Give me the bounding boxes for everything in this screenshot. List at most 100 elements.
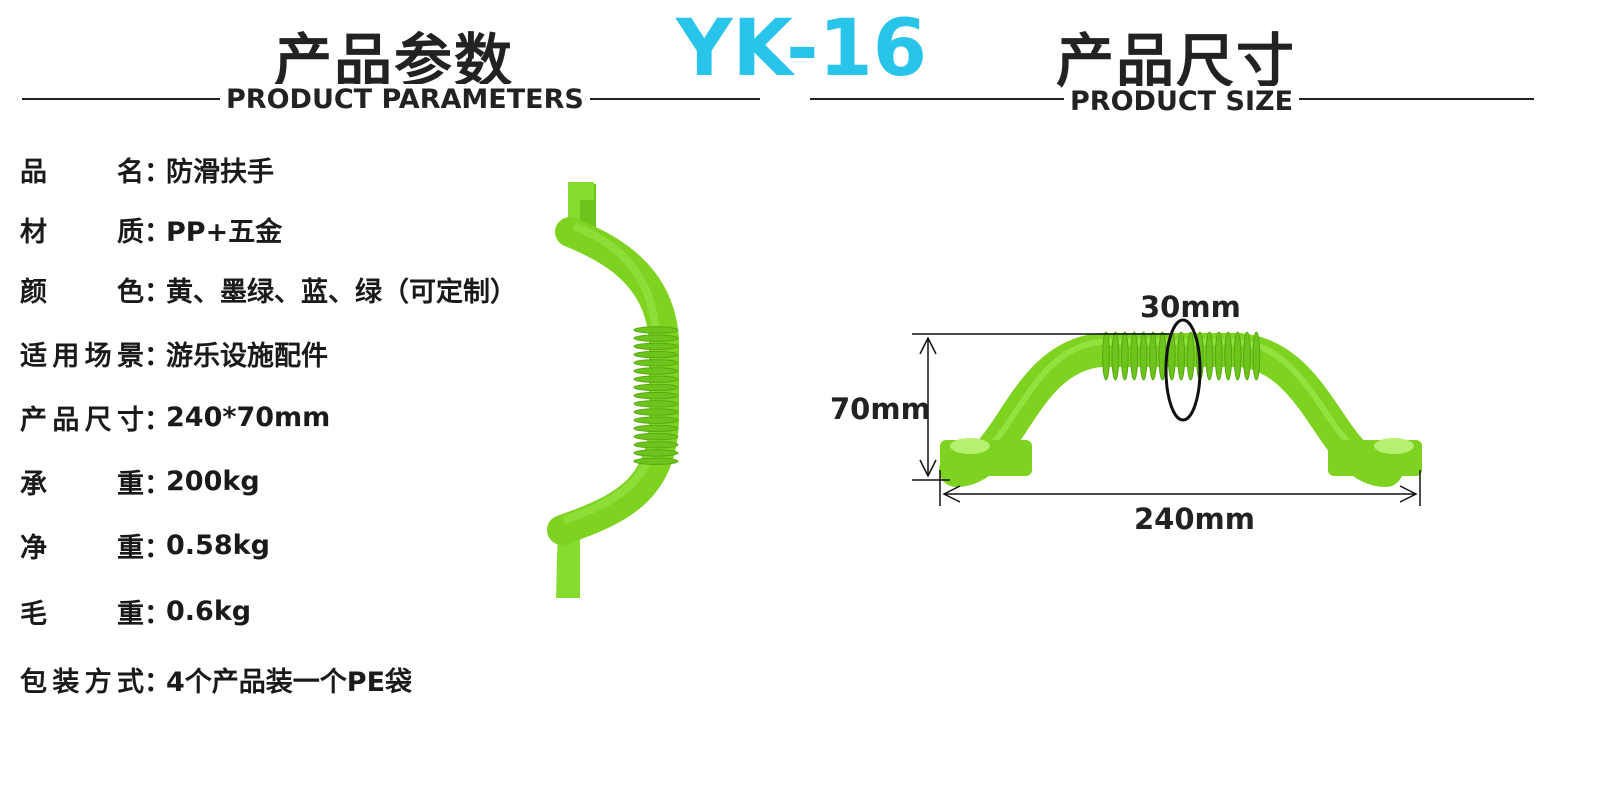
diameter-indicator: [1164, 318, 1202, 422]
handle-rib: [633, 424, 679, 433]
handle-rib: [1243, 331, 1251, 381]
product-image-vertical: [547, 182, 679, 598]
handle-rib: [633, 408, 679, 416]
right-title-en: PRODUCT SIZE: [1064, 86, 1300, 117]
handle-rib: [633, 326, 679, 334]
param-label-char: 材: [20, 217, 47, 248]
handle-rib: [1186, 331, 1195, 381]
handle-rib: [633, 375, 679, 383]
param-label-char: 寸: [116, 405, 144, 436]
param-row: 产品尺寸：240*70mm: [20, 398, 330, 437]
length-label: 240mm: [1134, 502, 1255, 536]
handle-rib: [633, 441, 679, 449]
param-label-char: 场: [84, 341, 112, 372]
handle-rib: [633, 383, 679, 392]
param-row: 材质：PP+五金: [20, 210, 282, 249]
param-label-char: 装: [52, 667, 80, 698]
param-label: 承重: [20, 462, 144, 501]
param-label-char: 名: [117, 157, 144, 188]
param-colon: ：: [144, 599, 171, 630]
param-colon: ：: [144, 533, 171, 564]
param-value: 0.6kg: [166, 596, 252, 627]
right-title-cn: 产品尺寸: [1056, 27, 1297, 95]
model-number: YK-16: [676, 4, 928, 94]
param-value: 240*70mm: [166, 402, 331, 433]
param-colon: ：: [144, 157, 171, 188]
param-colon: ：: [144, 341, 171, 372]
handle-rib: [633, 432, 679, 441]
param-value: 4个产品装一个PE袋: [166, 667, 413, 698]
handle-rib: [1233, 331, 1242, 381]
height-label: 70mm: [830, 392, 931, 426]
param-label-char: 式: [116, 667, 144, 698]
handle-rib: [633, 334, 679, 342]
param-label-char: 承: [20, 469, 47, 500]
param-label: 品名: [20, 150, 144, 189]
param-label-char: 景: [116, 341, 144, 372]
handle-rib: [633, 416, 679, 424]
param-label-char: 净: [20, 533, 47, 564]
param-label-char: 用: [52, 341, 80, 372]
diameter-label: 30mm: [1140, 290, 1241, 324]
param-label-char: 重: [117, 599, 144, 630]
handle-rib: [633, 400, 679, 408]
handle-rib: [633, 391, 679, 400]
handle-rib: [1224, 331, 1233, 381]
param-value: 0.58kg: [166, 530, 270, 561]
handle-rib: [1111, 331, 1120, 381]
param-row: 品名：防滑扶手: [20, 150, 274, 189]
handle-rib: [1120, 331, 1129, 381]
param-label: 材质: [20, 210, 144, 249]
param-value: PP+五金: [166, 217, 283, 248]
left-title-cn: 产品参数: [274, 27, 515, 95]
param-row: 颜色：黄、墨绿、蓝、绿（可定制）: [20, 270, 517, 309]
param-label-char: 重: [117, 469, 144, 500]
handle-rib: [1149, 331, 1157, 381]
param-label-char: 色: [117, 277, 144, 308]
param-value: 游乐设施配件: [166, 341, 328, 372]
param-label-char: 适: [20, 341, 47, 372]
param-row: 包装方式：4个产品装一个PE袋: [20, 660, 412, 699]
param-colon: ：: [144, 277, 171, 308]
param-label-char: 毛: [20, 599, 47, 630]
param-row: 适用场景：游乐设施配件: [20, 334, 328, 373]
param-value: 200kg: [166, 466, 260, 497]
param-colon: ：: [144, 667, 171, 698]
param-row: 承重：200kg: [20, 462, 260, 501]
handle-rib: [1252, 331, 1261, 381]
param-label-char: 产: [20, 405, 47, 436]
param-colon: ：: [144, 469, 171, 500]
param-label: 适用场景: [20, 334, 144, 373]
handle-rib: [633, 449, 679, 457]
handle-rib: [1130, 331, 1139, 381]
param-label-char: 品: [20, 157, 47, 188]
left-title-en: PRODUCT PARAMETERS: [220, 84, 590, 115]
handle-rib: [633, 367, 679, 375]
handle-rib: [633, 457, 679, 465]
param-label: 毛重: [20, 592, 144, 631]
param-label-char: 颜: [20, 277, 47, 308]
param-label: 颜色: [20, 270, 144, 309]
handle-rib: [633, 359, 679, 367]
param-label-char: 品: [52, 405, 80, 436]
param-label: 包装方式: [20, 660, 144, 699]
param-label-char: 方: [84, 667, 112, 698]
param-value: 黄、墨绿、蓝、绿（可定制）: [166, 277, 517, 308]
param-label: 产品尺寸: [20, 398, 144, 437]
handle-rib: [633, 342, 679, 351]
param-colon: ：: [144, 217, 171, 248]
param-label: 净重: [20, 526, 144, 565]
param-colon: ：: [144, 405, 171, 436]
handle-rib: [633, 350, 679, 359]
param-label-char: 尺: [84, 405, 112, 436]
param-value: 防滑扶手: [166, 157, 274, 188]
handle-rib: [1205, 331, 1214, 381]
param-row: 毛重：0.6kg: [20, 592, 251, 631]
handle-rib: [1177, 331, 1186, 381]
handle-rib: [1102, 331, 1110, 381]
param-label-char: 包: [20, 667, 47, 698]
handle-rib: [1214, 331, 1223, 381]
param-label-char: 质: [117, 217, 144, 248]
product-image-horizontal: [912, 318, 1422, 506]
param-label-char: 重: [117, 533, 144, 564]
